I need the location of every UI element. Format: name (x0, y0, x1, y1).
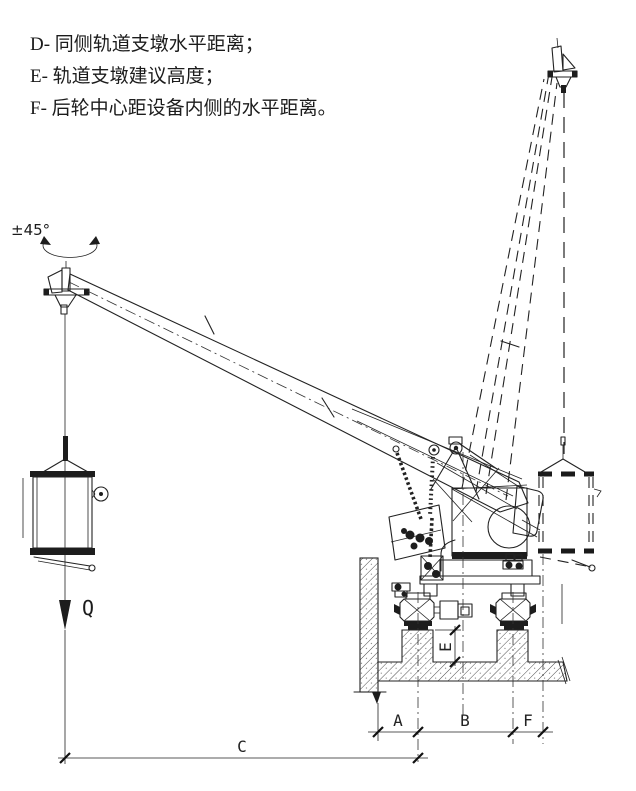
boom-centerline (68, 281, 509, 497)
load-box-chute (33, 556, 91, 567)
carriage-plate (419, 575, 541, 585)
foundation-slab-and-pedestals (377, 629, 568, 682)
rotation-arrowhead-left (40, 236, 51, 245)
legend-line-d: D- 同侧轨道支墩水平距离； (30, 33, 264, 55)
dim-label-f: F (523, 711, 533, 730)
boom-raised-dashed (461, 72, 565, 501)
jib-tip-raised (547, 37, 578, 93)
luffing-chain (395, 452, 423, 520)
load-box-handle (93, 486, 109, 502)
rotation-arrowhead-right (89, 236, 100, 245)
gearbox (439, 600, 459, 620)
screw-top-sheave (428, 444, 440, 456)
wall-base-arrow (372, 692, 381, 704)
load-arrowhead (59, 600, 71, 630)
load-arrow: Q (59, 596, 94, 630)
slab-break-line (557, 659, 567, 685)
jib-tip-lowered (43, 261, 90, 315)
winch-drum (487, 505, 531, 549)
hoist-rope (63, 314, 68, 602)
load-label: Q (82, 596, 94, 620)
wheel-drive-motor (434, 600, 473, 620)
legend: D- 同侧轨道支墩水平距离； E- 轨道支墩建议高度； F- 后轮中心距设备内侧… (30, 33, 337, 119)
dim-label-e: E (436, 642, 455, 652)
dim-label-c: C (237, 737, 247, 756)
luffing-screw (428, 456, 435, 517)
boom-lowered (67, 273, 529, 513)
center-lines (417, 452, 544, 762)
counterweight-flap (512, 485, 544, 537)
rope-pin (63, 436, 68, 461)
slew-range-annotation: ±45° (11, 221, 100, 258)
mast-sheave (449, 441, 463, 455)
load-box (22, 458, 109, 572)
motor-body (457, 603, 473, 618)
dimension-chain-abf: A B F (368, 703, 553, 741)
slew-housing (440, 484, 544, 572)
housing-base-band (452, 552, 527, 559)
legend-line-e: E- 轨道支墩建议高度； (30, 65, 224, 87)
slew-range-label: ±45° (11, 221, 50, 239)
chain-bucket (388, 504, 446, 561)
travel-wheel-right (490, 592, 536, 630)
dimension-e: E (435, 624, 461, 668)
rotation-arc-icon (42, 239, 98, 258)
raised-box-handle (593, 488, 602, 498)
load-box-raised-dashed (538, 436, 602, 624)
dim-label-b: B (460, 711, 470, 730)
hook-block (420, 555, 444, 581)
travel-wheel-left (394, 592, 435, 630)
load-box-top-rim (30, 471, 95, 477)
dimension-c: C (58, 630, 428, 764)
foundation (353, 557, 571, 704)
dim-label-a: A (393, 711, 403, 730)
support-wall (359, 557, 379, 693)
travel-carriage (391, 553, 541, 598)
load-box-bottom-rim (30, 548, 95, 555)
legend-line-f: F- 后轮中心距设备内侧的水平距离。 (30, 97, 337, 119)
